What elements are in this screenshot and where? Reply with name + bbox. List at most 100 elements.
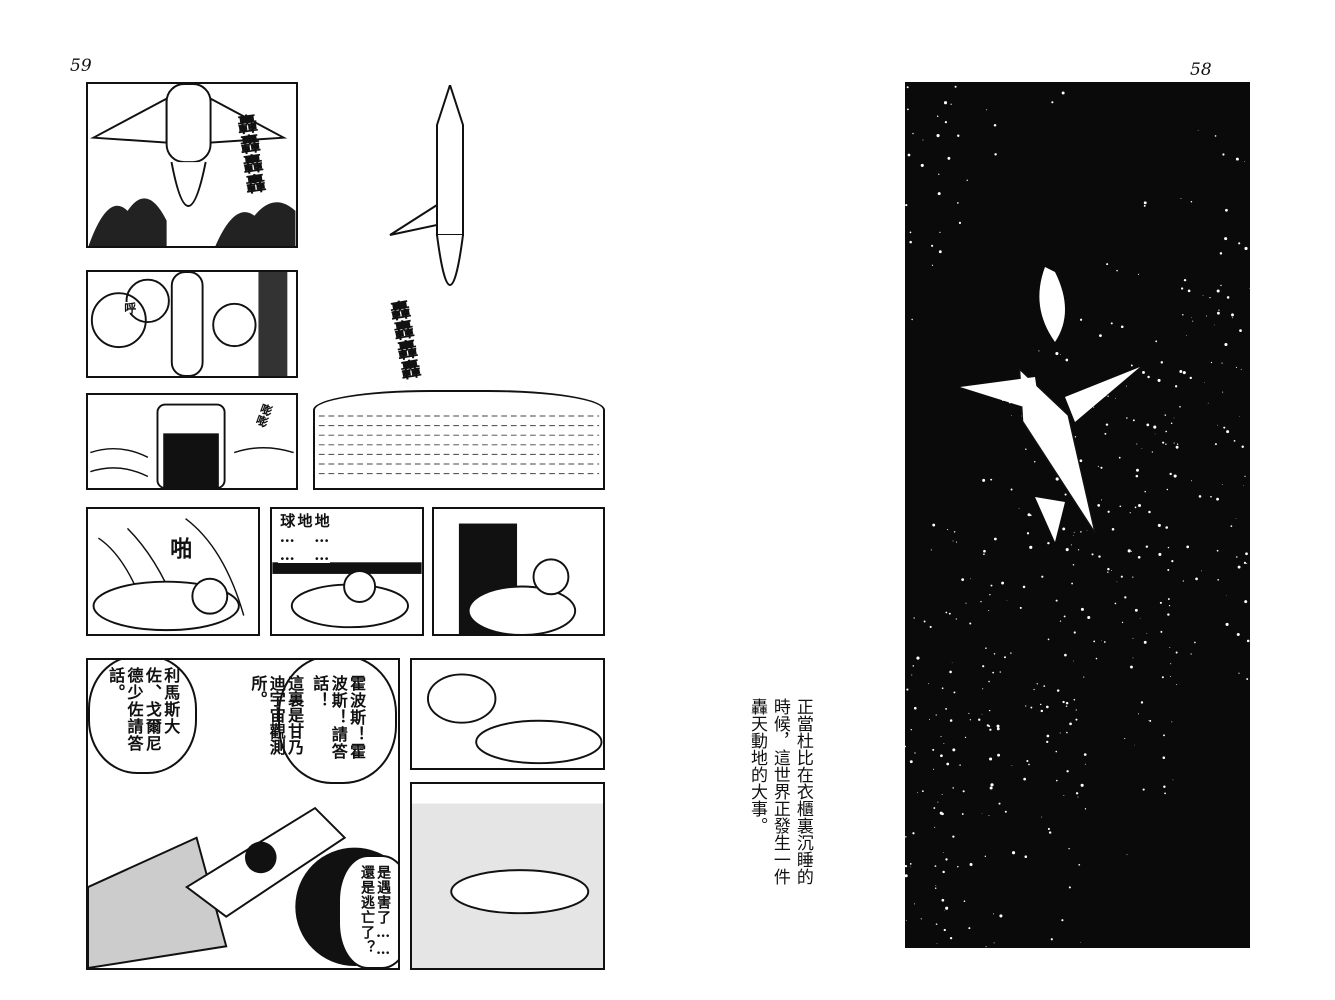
star: [1172, 779, 1174, 781]
star: [920, 918, 922, 920]
star: [946, 762, 950, 766]
star: [1146, 632, 1148, 634]
star: [934, 887, 937, 890]
star: [990, 783, 994, 787]
star: [1055, 477, 1059, 481]
star: [1120, 575, 1123, 578]
star: [1047, 541, 1050, 545]
star: [1183, 278, 1187, 282]
star: [984, 855, 987, 858]
star: [1236, 632, 1240, 636]
star: [1080, 941, 1082, 943]
star: [1040, 709, 1044, 713]
star: [1043, 685, 1046, 687]
star: [1175, 651, 1178, 654]
star: [1141, 448, 1143, 449]
sfx-thud: 啪: [166, 537, 193, 559]
star: [954, 85, 957, 88]
star: [906, 86, 909, 89]
star: [1100, 466, 1103, 469]
star: [1104, 432, 1107, 435]
star: [1074, 436, 1077, 438]
star: [947, 529, 949, 531]
star: [951, 662, 953, 664]
star: [1084, 763, 1086, 765]
star: [929, 625, 932, 629]
star: [1060, 354, 1061, 356]
star: [1157, 378, 1161, 382]
star: [949, 937, 953, 940]
star: [978, 718, 981, 721]
star: [1111, 569, 1112, 571]
star: [985, 946, 987, 948]
star: [1134, 506, 1137, 509]
star: [911, 674, 913, 676]
star: [935, 714, 937, 716]
star: [932, 748, 935, 751]
star: [981, 713, 983, 715]
star: [1182, 580, 1184, 582]
star: [1180, 197, 1182, 199]
star: [1201, 570, 1203, 572]
star: [1006, 600, 1008, 601]
star: [1165, 443, 1167, 445]
speech-bubble-officers: 利馬斯大佐、戈爾尼德少佐請答話。: [88, 660, 197, 774]
star: [1120, 325, 1124, 329]
star: [1164, 414, 1167, 416]
star: [1080, 531, 1082, 533]
star: [947, 156, 951, 160]
star: [921, 790, 924, 793]
star: [1214, 443, 1217, 446]
star: [1130, 550, 1132, 552]
narration-caption: 正當杜比在衣櫃裏沉睡的時候，這世界正發生一件轟天動地的大事。: [746, 698, 813, 885]
star: [1029, 514, 1032, 517]
sea-illustration: [318, 415, 600, 475]
star: [1063, 615, 1066, 618]
star: [910, 728, 912, 731]
star: [1238, 672, 1240, 674]
star: [961, 578, 965, 582]
star: [944, 120, 947, 124]
star: [988, 610, 990, 612]
star: [1045, 705, 1049, 709]
star: [906, 688, 909, 691]
star: [1132, 419, 1135, 422]
panel-smoke: 呼: [86, 270, 298, 378]
speech-kennedy: 這裏是甘乃迪宇宙觀測所。: [248, 675, 305, 755]
star: [1137, 713, 1140, 715]
star: [913, 706, 917, 710]
panel-radio: 霍波斯！霍波斯！請答話！ 這裏是甘乃迪宇宙觀測所。 利馬斯大佐、戈爾尼德少佐請答…: [86, 658, 400, 970]
star: [1130, 665, 1133, 669]
star: [1080, 783, 1084, 787]
star: [1011, 765, 1013, 766]
star: [1146, 423, 1150, 427]
exit-illustration: [458, 523, 577, 634]
star: [969, 719, 972, 721]
star: [956, 202, 959, 204]
star: [1148, 720, 1149, 721]
star: [968, 927, 971, 930]
star: [905, 919, 907, 921]
star: [1236, 556, 1238, 558]
star: [998, 802, 1001, 805]
star: [999, 671, 1001, 673]
star: [1241, 445, 1244, 448]
star: [1216, 289, 1220, 293]
star: [1218, 309, 1220, 311]
star: [1001, 581, 1005, 585]
star: [1055, 351, 1059, 356]
star: [1243, 160, 1245, 162]
star: [1189, 376, 1192, 380]
star: [1179, 405, 1181, 408]
star: [1099, 334, 1102, 338]
star: [1124, 738, 1126, 740]
star: [1190, 653, 1192, 655]
star: [1217, 311, 1220, 315]
star: [1162, 441, 1165, 444]
star: [1194, 641, 1196, 644]
speech-earth: 地……地球……: [278, 513, 331, 564]
star: [1047, 638, 1050, 641]
star: [1026, 532, 1030, 535]
star: [1204, 382, 1206, 383]
star: [1192, 320, 1194, 322]
